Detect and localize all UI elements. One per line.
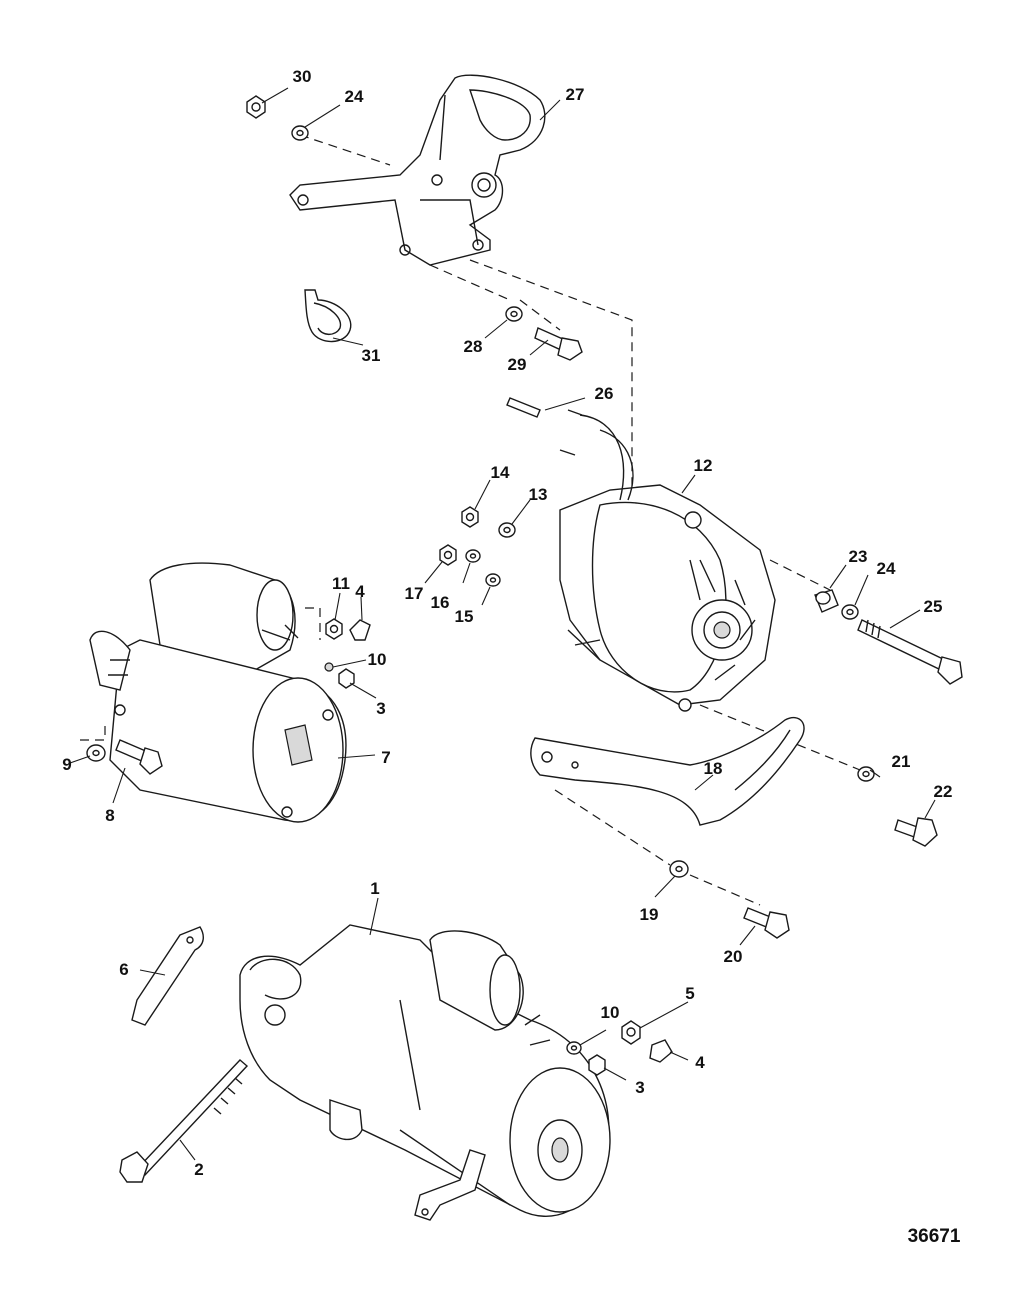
bolt-8 [115,739,163,775]
callout-24-right: 24 [877,559,896,578]
callout-10-upper: 10 [368,650,387,669]
callout-12: 12 [694,456,713,475]
callout-14: 14 [491,463,510,482]
callout-6: 6 [119,960,128,979]
callout-8: 8 [105,806,114,825]
callout-9: 9 [62,755,71,774]
bolt-2 [119,1059,249,1183]
callout-3-upper: 3 [376,699,385,718]
nut-17 [439,544,457,566]
callout-18: 18 [704,759,723,778]
callout-27: 27 [566,85,585,104]
callout-10-lower: 10 [601,1003,620,1022]
starter-motor-7 [89,562,347,823]
terminal-boot-4-upper [349,619,371,641]
adjusting-brace [530,716,805,826]
washer-9 [86,744,106,762]
bolt-25 [857,619,963,685]
callout-24-top: 24 [345,87,364,106]
washer-10-lower [566,1041,582,1055]
assembly-lines [80,134,861,906]
callout-25: 25 [924,597,943,616]
bolt-29 [534,327,583,361]
washer-24-right [841,604,859,620]
nut-3-upper [338,668,355,689]
callout-4-upper: 4 [355,582,365,601]
nut-30 [246,95,266,119]
shim-6 [131,926,204,1026]
callout-28: 28 [464,337,483,356]
callout-3-lower: 3 [635,1078,644,1097]
washer-16 [465,549,481,563]
nut-3-lower [588,1054,606,1076]
callout-17: 17 [405,584,424,603]
callouts: 30 24 27 31 28 29 26 12 14 13 17 16 15 2… [62,67,952,1179]
washer-28 [505,306,523,322]
nut-5 [621,1020,641,1045]
callout-20: 20 [724,947,743,966]
bolt-20 [743,907,790,939]
callout-15: 15 [455,607,474,626]
washer-19 [669,860,689,878]
callout-31: 31 [362,346,381,365]
callout-19: 19 [640,905,659,924]
callout-11: 11 [332,574,350,593]
callout-23: 23 [849,547,868,566]
pin-26 [506,397,541,418]
callout-21: 21 [892,752,911,771]
clamp [304,289,352,343]
callout-7: 7 [381,748,390,767]
leader-lines [69,87,936,1161]
washer-21 [857,766,875,782]
washer-13 [498,522,516,538]
nut-11 [325,618,343,640]
nut-14 [461,506,479,528]
starter-motor-1 [239,924,611,1221]
callout-1: 1 [370,879,379,898]
callout-5: 5 [685,984,694,1003]
callout-2: 2 [194,1160,203,1179]
callout-29: 29 [508,355,527,374]
washer-10-upper [324,662,334,672]
callout-30: 30 [293,67,312,86]
washer-15 [485,573,501,587]
alternator-bracket [289,74,546,266]
bolt-22 [894,817,938,847]
spacer-23 [814,589,839,613]
figure-number: 36671 [908,1226,961,1247]
callout-13: 13 [529,485,548,504]
terminal-boot-4-lower [649,1039,673,1063]
callout-26: 26 [595,384,614,403]
washer-24-top [291,125,309,141]
callout-22: 22 [934,782,953,801]
callout-16: 16 [431,593,450,612]
alternator [559,409,776,712]
callout-4-lower: 4 [695,1053,705,1072]
